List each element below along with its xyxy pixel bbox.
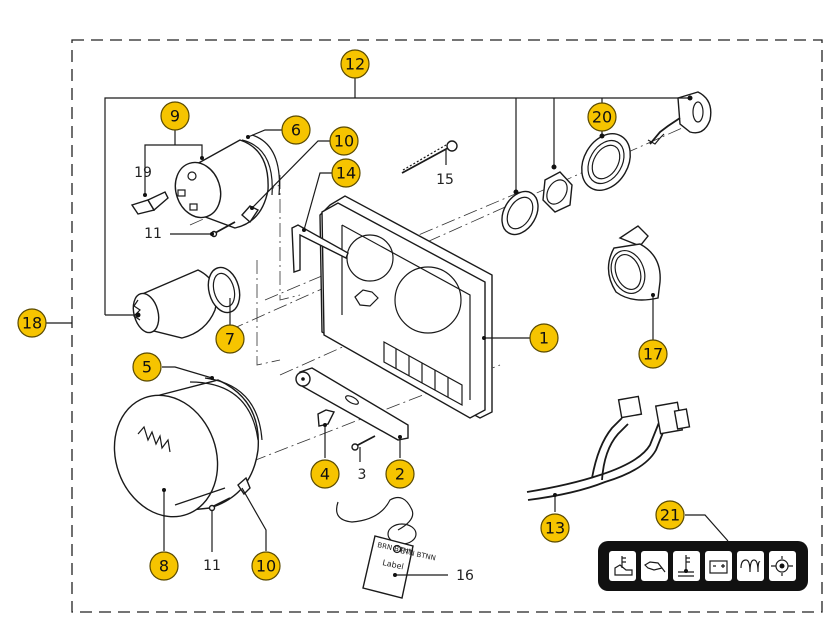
callout-8-label: 8 (159, 557, 169, 576)
callout-5: 5 (132, 352, 162, 382)
callout-18: 18 (17, 308, 47, 338)
callout-9: 9 (160, 101, 190, 131)
coolant-temperature-icon (673, 551, 700, 581)
clip (317, 409, 336, 427)
gauge-clamp-lower (237, 476, 251, 496)
callout-13: 13 (540, 513, 570, 543)
callout-5-label: 5 (142, 358, 152, 377)
leader-lines (46, 77, 729, 577)
callout-10-lower-label: 10 (256, 557, 276, 576)
oil-pressure-icon (641, 551, 668, 581)
callout-1-label: 1 (539, 329, 549, 348)
callout-12-label: 12 (345, 55, 365, 74)
small-gauge-assembly (174, 134, 281, 229)
switch-cover (607, 225, 661, 301)
clamp-screw-lower (208, 497, 231, 512)
panel-housing (319, 195, 493, 419)
warning-light-strip (598, 541, 808, 591)
callout-16-label: 16 (456, 568, 474, 584)
callout-18-label: 18 (22, 314, 42, 333)
callout-4: 4 (310, 459, 340, 489)
gauge-clamp (241, 205, 260, 224)
wiring-harness (526, 395, 691, 501)
callout-17-label: 17 (643, 345, 663, 364)
ignition-key (647, 91, 712, 145)
kit-boundary (71, 39, 823, 613)
long-screw (401, 140, 458, 174)
callout-2-label: 2 (395, 465, 405, 484)
callout-19-label: 19 (134, 165, 152, 181)
seal-ring (581, 133, 631, 191)
bulb (130, 191, 169, 215)
callout-15-label: 15 (436, 172, 454, 188)
callout-2: 2 (385, 459, 415, 489)
callout-21-label: 21 (660, 506, 680, 525)
label-tag: BRN BTNN BTN BTNN Label (336, 497, 437, 599)
callout-21: 21 (655, 500, 685, 530)
battery-icon (705, 551, 732, 581)
large-gauge (113, 377, 263, 518)
callout-12: 12 (340, 49, 370, 79)
bracket-screw (351, 435, 376, 451)
callout-14-label: 14 (336, 164, 356, 183)
callout-17: 17 (638, 339, 668, 369)
callout-14: 14 (331, 158, 361, 188)
callout-1: 1 (529, 323, 559, 353)
callout-9-label: 9 (170, 107, 180, 126)
glow-plug-icon (737, 551, 764, 581)
callout-10-upper: 10 (329, 126, 359, 156)
callout-10-upper-label: 10 (334, 132, 354, 151)
label-tag-text: Label (382, 558, 405, 571)
callout-13-label: 13 (545, 519, 565, 538)
hinge-pin (291, 224, 349, 273)
ignition-switch (132, 266, 241, 339)
mounting-bracket (295, 367, 409, 441)
coolant-level-icon (609, 551, 636, 581)
callout-7: 7 (215, 324, 245, 354)
air-filter-icon (769, 551, 796, 581)
callout-7-label: 7 (225, 330, 235, 349)
callout-6: 6 (281, 115, 311, 145)
callout-8: 8 (149, 551, 179, 581)
callout-11-lower-label: 11 (203, 558, 221, 574)
callout-20-label: 20 (592, 108, 612, 127)
callout-10-lower: 10 (251, 551, 281, 581)
callout-11-upper-label: 11 (144, 226, 162, 242)
callout-4-label: 4 (320, 465, 330, 484)
switch-nut (542, 171, 573, 213)
callout-3-label: 3 (358, 467, 367, 483)
switch-ring (501, 190, 539, 236)
callout-6-label: 6 (291, 121, 301, 140)
callout-20: 20 (587, 102, 617, 132)
